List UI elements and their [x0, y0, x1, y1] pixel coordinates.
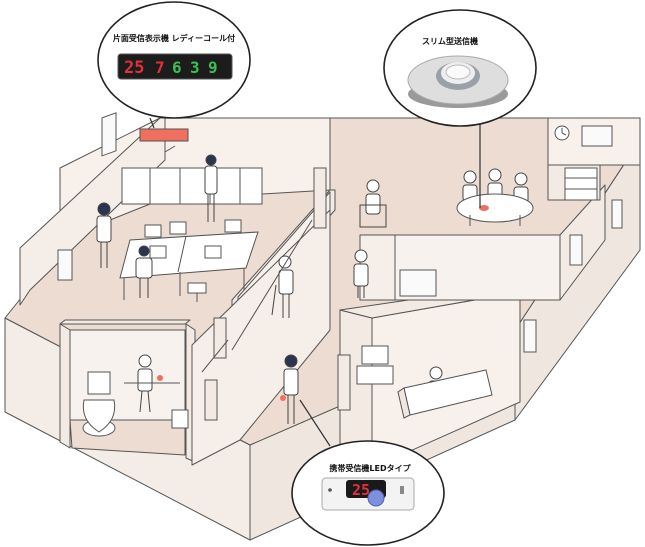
portable-led-value: 25 [352, 481, 370, 499]
storage-shelf [564, 167, 598, 201]
led-digit-0: 25 [124, 58, 144, 78]
callout-display-receiver: 片面受信表示機 レディーコール付 25 7 6 3 9 [97, 1, 251, 119]
people [96, 154, 529, 424]
bedroom-furniture [356, 345, 493, 419]
person-table-1 [462, 170, 478, 202]
portable-blue-button[interactable] [367, 489, 385, 507]
office-cabinets [121, 167, 263, 205]
led-digit-1: 7 [155, 58, 165, 77]
portable-status-dot [328, 488, 332, 492]
tv [361, 345, 389, 365]
toilet-fixtures [82, 371, 189, 437]
person-staff-office [204, 154, 218, 222]
window-right-wall [569, 234, 583, 266]
portable-clip [400, 486, 404, 494]
led-digit-3: 3 [190, 58, 200, 77]
portable-receiver-device: 25 [321, 477, 415, 511]
led-digit-2: 6 [172, 58, 182, 77]
window-office-front [57, 249, 73, 281]
callout-portable-receiver: 携帯受信機LEDタイプ 25 [291, 440, 445, 546]
toilet-tank [87, 371, 111, 395]
transmitter-device [407, 55, 509, 108]
clock-icon [554, 125, 570, 141]
doors [204, 167, 351, 421]
window-office-left [101, 112, 117, 157]
led-digit-4: 9 [208, 58, 218, 77]
person-corridor [353, 249, 369, 298]
led-display-panel [117, 53, 233, 80]
display-receiver-label: 片面受信表示機 レディーコール付 [113, 33, 235, 43]
door-corridor[interactable] [213, 317, 227, 359]
office-chair [187, 282, 207, 302]
person-staff-portable [280, 354, 299, 424]
window-top-right [581, 125, 613, 147]
person-desk-worker [135, 245, 153, 298]
callout-slim-transmitter: スリム型送信機 [383, 9, 537, 127]
window-right-wall-2 [611, 199, 623, 229]
office-desks [119, 219, 259, 300]
wall-display-unit [139, 128, 189, 153]
door-toilet[interactable] [204, 379, 218, 421]
sink [171, 409, 189, 429]
door-office[interactable] [313, 167, 327, 229]
window-bedroom [523, 319, 537, 353]
person-staff-clipboard [96, 202, 112, 268]
callout-pointers [149, 117, 481, 447]
portable-receiver-label: 携帯受信機LEDタイプ [329, 463, 411, 473]
call-button[interactable] [445, 64, 471, 80]
windows [57, 112, 623, 353]
window-living [399, 269, 437, 297]
round-table [456, 193, 534, 226]
door-bedroom[interactable] [337, 354, 351, 411]
slim-transmitter-label: スリム型送信機 [422, 36, 478, 46]
person-with-walker [359, 179, 387, 228]
tv-stand [356, 365, 394, 385]
corridor-handrails [201, 219, 313, 373]
person-toilet [137, 354, 153, 413]
